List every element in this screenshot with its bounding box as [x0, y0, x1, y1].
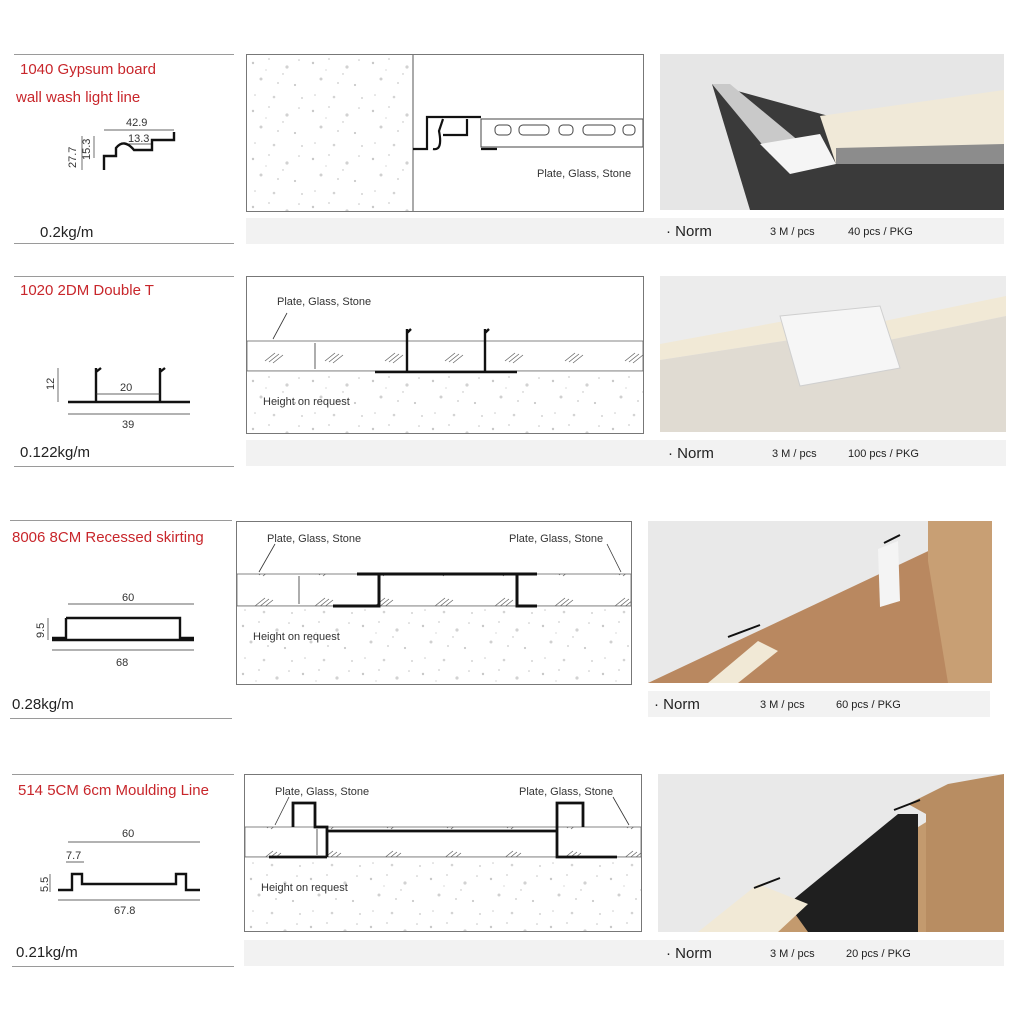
- weight-label: 0.28kg/m: [12, 696, 74, 713]
- weight-label: 0.21kg/m: [16, 944, 78, 961]
- package-spec: 100 pcs / PKG: [848, 448, 919, 460]
- product-subtitle: wall wash light line: [16, 89, 141, 106]
- package-spec: 60 pcs / PKG: [836, 699, 901, 711]
- divider: [14, 54, 234, 55]
- profile-drawing: 60 7.7 5.5 67.8: [39, 828, 200, 916]
- norm-label: · Norm: [654, 696, 700, 713]
- product-photo: [660, 54, 1004, 210]
- profile-drawing: 60 9.5 68: [35, 592, 194, 669]
- profile-drawing: 12 20 39: [45, 367, 190, 431]
- dim-label: 20: [120, 382, 132, 394]
- spec-bar: [246, 440, 1006, 466]
- height-label: Height on request: [261, 882, 348, 894]
- divider: [14, 466, 234, 467]
- material-label: Plate, Glass, Stone: [509, 533, 603, 545]
- length-spec: 3 M / pcs: [772, 448, 817, 460]
- product-title: 1040 Gypsum board: [20, 61, 156, 78]
- dim-label: 60: [122, 828, 134, 840]
- installation-diagram: Plate, Glass, Stone Height on request: [246, 276, 644, 434]
- height-label: Height on request: [263, 396, 350, 408]
- dim-label: 7.7: [66, 850, 81, 862]
- divider: [10, 718, 232, 719]
- norm-label: · Norm: [666, 223, 712, 240]
- spec-bar: [244, 940, 1004, 966]
- dim-label: 9.5: [35, 623, 47, 638]
- dim-label: 27.7: [67, 147, 79, 168]
- spec-bar: [648, 691, 990, 717]
- dim-label: 12: [45, 378, 57, 390]
- product-photo: [648, 521, 992, 683]
- dim-label: 5.5: [39, 877, 51, 892]
- divider: [14, 243, 234, 244]
- product-title: 514 5CM 6cm Moulding Line: [18, 782, 209, 799]
- product-photo: [658, 774, 1004, 932]
- package-spec: 20 pcs / PKG: [846, 948, 911, 960]
- installation-diagram: Plate, Glass, Stone Plate, Glass, Stone …: [244, 774, 642, 932]
- material-label: Plate, Glass, Stone: [537, 168, 631, 180]
- dim-label: 39: [122, 419, 134, 431]
- installation-diagram: Plate, Glass, Stone: [246, 54, 644, 212]
- divider: [10, 520, 232, 521]
- dim-label: 68: [116, 657, 128, 669]
- profile-drawing: 42.9 13.3 27.7 15.3: [67, 117, 176, 170]
- material-label: Plate, Glass, Stone: [519, 786, 613, 798]
- product-photo: [660, 276, 1006, 432]
- divider: [14, 276, 234, 277]
- dim-label: 15.3: [81, 139, 93, 160]
- product-title: 8006 8CM Recessed skirting: [12, 529, 204, 546]
- package-spec: 40 pcs / PKG: [848, 226, 913, 238]
- material-label: Plate, Glass, Stone: [277, 296, 371, 308]
- product-title: 1020 2DM Double T: [20, 282, 154, 299]
- material-label: Plate, Glass, Stone: [275, 786, 369, 798]
- divider: [12, 774, 234, 775]
- weight-label: 0.2kg/m: [40, 224, 94, 241]
- norm-label: · Norm: [668, 445, 714, 462]
- spec-bar: [246, 218, 1004, 244]
- length-spec: 3 M / pcs: [770, 226, 815, 238]
- material-label: Plate, Glass, Stone: [267, 533, 361, 545]
- installation-diagram: Plate, Glass, Stone Plate, Glass, Stone …: [236, 521, 632, 685]
- length-spec: 3 M / pcs: [760, 699, 805, 711]
- divider: [12, 966, 234, 967]
- height-label: Height on request: [253, 631, 340, 643]
- norm-label: · Norm: [666, 945, 712, 962]
- dim-label: 67.8: [114, 905, 135, 916]
- length-spec: 3 M / pcs: [770, 948, 815, 960]
- dim-label: 42.9: [126, 117, 147, 129]
- weight-label: 0.122kg/m: [20, 444, 91, 461]
- dim-label: 13.3: [128, 133, 149, 145]
- dim-label: 60: [122, 592, 134, 604]
